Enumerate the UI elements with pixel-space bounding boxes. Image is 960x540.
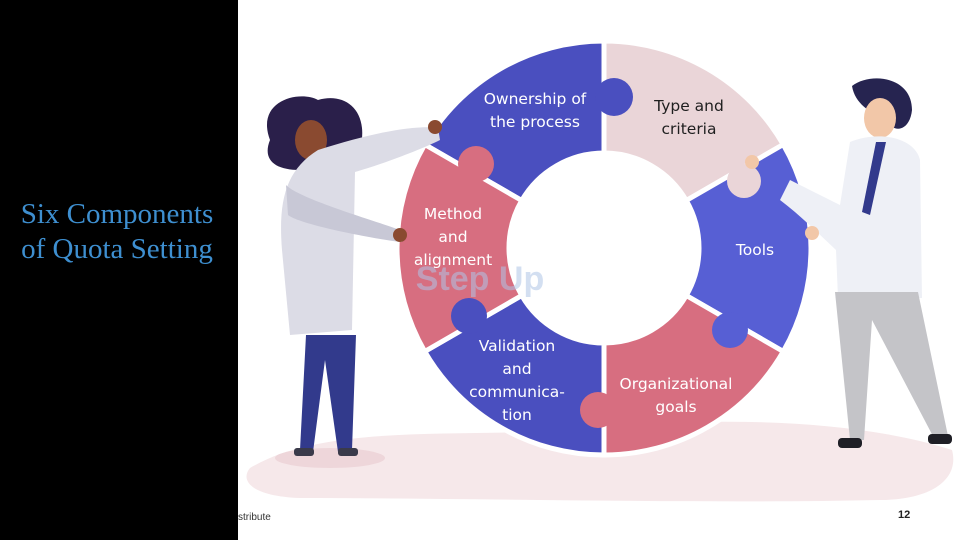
figure-shadow-left bbox=[275, 448, 385, 468]
puzzle-center bbox=[511, 155, 697, 341]
segment-label-validation: Validation and communica- tion bbox=[469, 337, 565, 424]
man-figure bbox=[745, 78, 952, 448]
puzzle-illustration: Step Up bbox=[246, 38, 954, 502]
segment-label-ownership: Ownership of the process bbox=[483, 90, 587, 131]
segment-label-method: Method and alignment bbox=[413, 205, 493, 269]
title-panel: Six Components of Quota Setting bbox=[0, 0, 238, 540]
puzzle-piece-type bbox=[601, 38, 787, 204]
puzzle-ring bbox=[394, 38, 814, 458]
puzzle-piece-validation bbox=[421, 292, 607, 458]
segment-label-organizational-goals: Organizational goals bbox=[619, 375, 733, 416]
woman-figure bbox=[266, 96, 442, 456]
watermark-logo: Step Up bbox=[416, 260, 544, 298]
page-number: 12 bbox=[898, 509, 911, 521]
floor-shadow bbox=[246, 421, 954, 502]
footer-text: stribute bbox=[238, 512, 271, 523]
puzzle-piece-method bbox=[394, 141, 526, 355]
segment-label-tools: Tools bbox=[735, 241, 775, 259]
puzzle-tabs bbox=[451, 78, 761, 428]
segment-label-type: Type and criteria bbox=[654, 97, 724, 138]
slide-title: Six Components of Quota Setting bbox=[20, 198, 214, 265]
